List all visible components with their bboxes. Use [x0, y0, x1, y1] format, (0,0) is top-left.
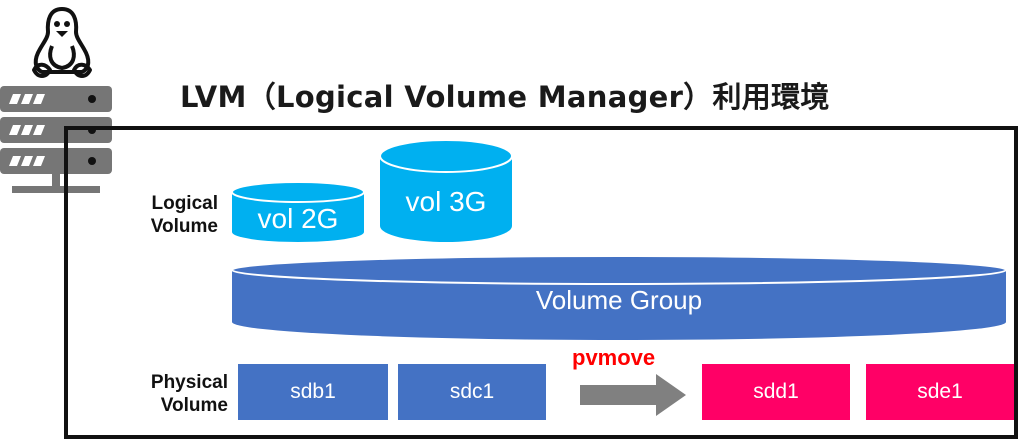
- logical-volume-vol3g-label: vol 3G: [405, 186, 487, 217]
- diagram-title: LVM（Logical Volume Manager）利用環境: [180, 80, 830, 114]
- physical-volume-sdd1: sdd1: [702, 364, 850, 420]
- physical-volume-sdc1: sdc1: [398, 364, 546, 420]
- volume-group-label: Volume Group: [535, 285, 703, 315]
- logical-volume-vol2g: [231, 181, 365, 242]
- physical-volume-sdb1: sdb1: [238, 364, 388, 420]
- volume-group-cylinder: [231, 255, 1007, 340]
- logical-volume-vol2g-label: vol 2G: [257, 203, 339, 234]
- pvmove-label: pvmove: [572, 345, 656, 370]
- move-arrow-icon: [580, 374, 686, 416]
- server-rack-icon: [0, 86, 112, 193]
- lvm-environment-frame: [64, 126, 1018, 439]
- logical-volume-label: Logical Volume: [150, 193, 218, 237]
- linux-penguin-icon: [32, 7, 92, 78]
- logical-volume-vol3g: [379, 139, 513, 242]
- physical-volume-sde1: sde1: [866, 364, 1014, 420]
- physical-volume-label: Physical Volume: [150, 372, 228, 416]
